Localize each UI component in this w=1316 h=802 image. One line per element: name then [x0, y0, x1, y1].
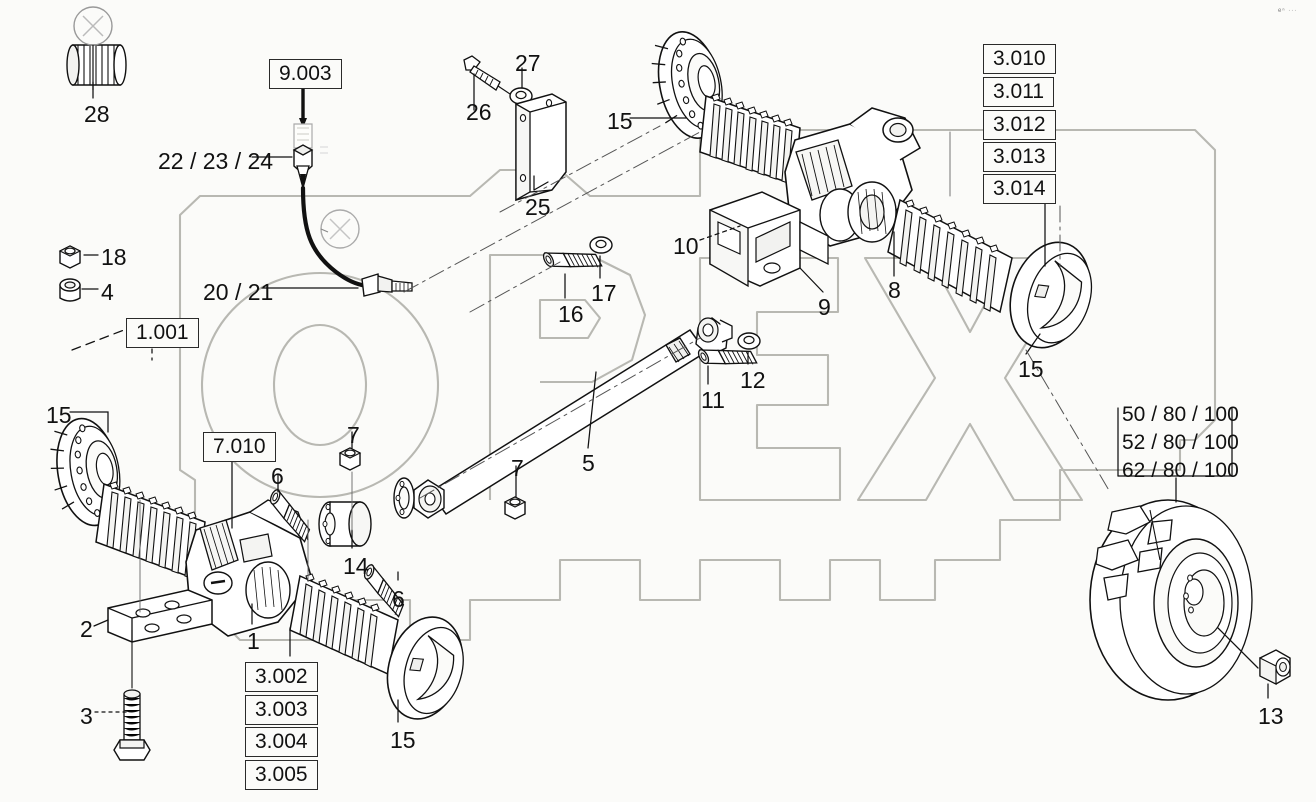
x-marker-cable [320, 209, 360, 249]
item-number-26: 26 [466, 99, 492, 125]
ref-box-3-012[interactable]: 3.012 [983, 110, 1056, 140]
ref-box-3-005[interactable]: 3.005 [245, 760, 318, 790]
item-number-2: 2 [80, 616, 93, 642]
part-13-nut [1259, 649, 1291, 685]
part-25-bracket [515, 93, 567, 202]
ref-box-3-003[interactable]: 3.003 [245, 695, 318, 725]
ref-box-9-003[interactable]: 9.003 [269, 59, 342, 89]
item-number-16: 16 [558, 301, 584, 327]
item-number-8: 8 [888, 277, 901, 303]
item-number-27: 27 [515, 50, 541, 76]
item-number-11: 11 [701, 387, 725, 413]
item-number-18: 18 [101, 244, 127, 270]
ref-box-3-013[interactable]: 3.013 [983, 142, 1056, 172]
item-number-3: 3 [80, 703, 93, 729]
item-number-10: 10 [673, 233, 699, 259]
item-number-17: 17 [591, 280, 617, 306]
item-number-5: 5 [582, 450, 595, 476]
item-number-15-right: 15 [1018, 356, 1044, 382]
item-number-14: 14 [343, 553, 369, 579]
ref-box-3-011[interactable]: 3.011 [983, 77, 1054, 107]
item-number-28: 28 [84, 101, 110, 127]
ref-box-1-001[interactable]: 1.001 [126, 318, 199, 348]
wheel-tire-assembly [1089, 499, 1253, 701]
item-number-15-left: 15 [46, 402, 72, 428]
item-number-9: 9 [818, 294, 831, 320]
part-3-bolt [113, 689, 151, 761]
item-number-13: 13 [1258, 703, 1284, 729]
part-5-driveshaft [393, 317, 733, 519]
rear-axle-assembly [642, 24, 1093, 349]
item-number-6-upper: 6 [271, 463, 284, 489]
tire-size-option-2: 52 / 80 / 100 [1122, 431, 1239, 454]
part-28-stud [66, 44, 127, 86]
part-9003-cable-assembly [292, 84, 413, 297]
part-4-spacer [59, 278, 81, 302]
part-26-bolt [463, 55, 511, 95]
ref-box-3-004[interactable]: 3.004 [245, 727, 318, 757]
item-number-4: 4 [101, 279, 114, 305]
tire-size-option-1: 50 / 80 / 100 [1122, 403, 1239, 426]
ref-box-3-002[interactable]: 3.002 [245, 662, 318, 692]
item-number-22-23-24: 22 / 23 / 24 [158, 148, 274, 174]
ref-box-3-014[interactable]: 3.014 [983, 174, 1056, 204]
item-number-7-lower: 7 [511, 455, 524, 481]
item-number-6-lower: 6 [392, 586, 405, 612]
ref-box-3-010[interactable]: 3.010 [983, 44, 1056, 74]
ref-box-7-010[interactable]: 7.010 [203, 432, 276, 462]
item-number-1: 1 [247, 628, 260, 654]
item-number-15-bottom: 15 [390, 727, 416, 753]
item-number-12: 12 [740, 367, 766, 393]
front-axle-assembly [42, 412, 464, 720]
item-number-20-21: 20 / 21 [203, 279, 274, 305]
tire-size-option-3: 62 / 80 / 100 [1122, 459, 1239, 482]
item-number-25: 25 [525, 194, 551, 220]
item-number-7-upper: 7 [347, 422, 360, 448]
item-number-15-top: 15 [607, 108, 633, 134]
corner-mark: eⁿ ··· [1278, 8, 1298, 14]
